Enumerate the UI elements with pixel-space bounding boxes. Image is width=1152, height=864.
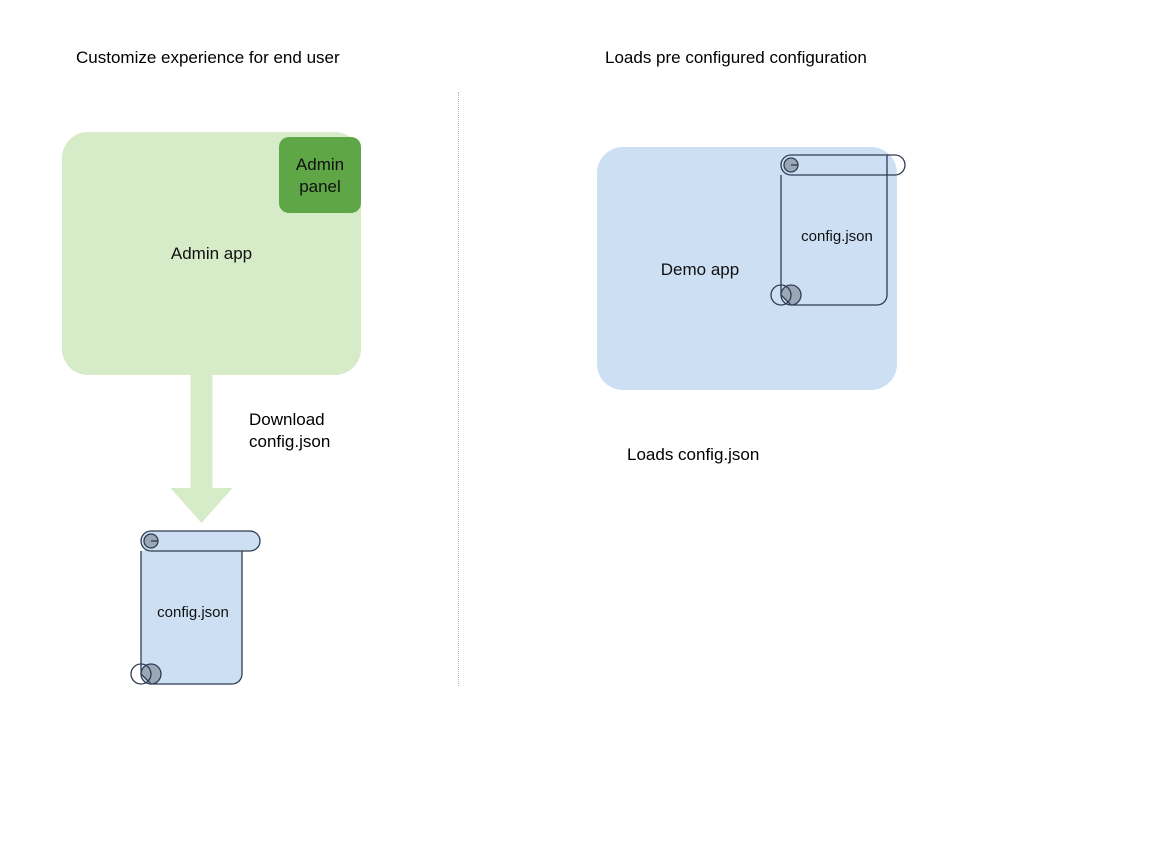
loaded-config-document[interactable]: [758, 148, 913, 316]
document-top-roll: [140, 530, 261, 552]
document-body: [140, 531, 243, 685]
admin-panel-box[interactable]: [279, 137, 361, 213]
download-arrow-label: Download config.json: [249, 410, 331, 451]
left-panel-title: Customize experience for end user: [76, 48, 340, 67]
vertical-dotted-divider: [458, 92, 459, 686]
download-arrow-shape: [170, 370, 233, 523]
document-body: [780, 155, 888, 306]
download-arrow: [170, 370, 233, 523]
loads-config-caption: Loads config.json: [627, 445, 760, 464]
document-bottom-curl-outline: [130, 663, 152, 685]
right-panel-title: Loads pre configured configuration: [605, 48, 867, 67]
downloaded-config-document[interactable]: [118, 524, 268, 694]
document-top-roll: [780, 154, 906, 176]
demo-app-box[interactable]: [597, 147, 897, 390]
document-bottom-curl-outline: [770, 284, 792, 306]
